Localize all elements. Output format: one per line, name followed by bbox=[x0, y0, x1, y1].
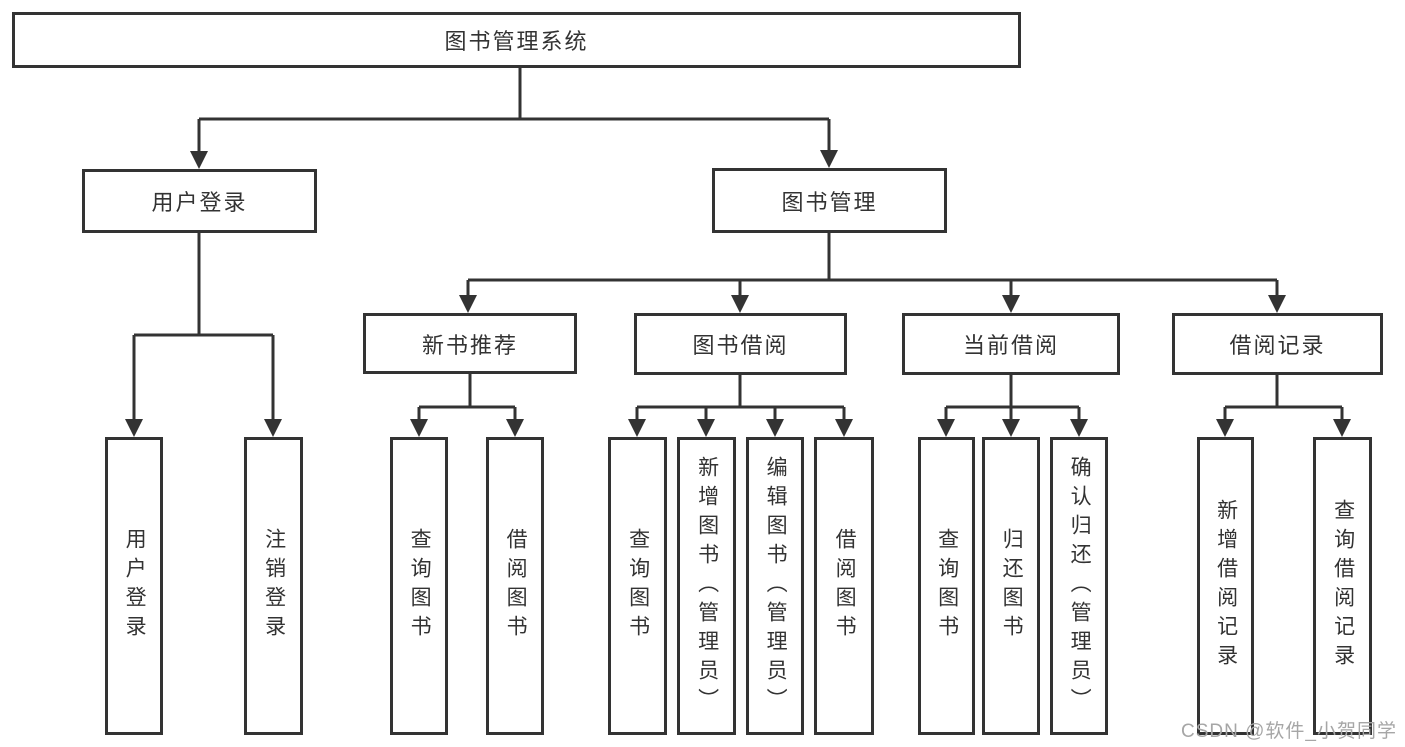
node-query-borrow-record-label: 查询借阅记录 bbox=[1331, 499, 1355, 673]
node-query-books-borrowing: 查询图书 bbox=[608, 437, 667, 735]
node-query-books-borrowing-label: 查询图书 bbox=[626, 528, 650, 644]
node-add-borrow-record-label: 新增借阅记录 bbox=[1214, 499, 1238, 673]
node-borrow-books-recommend: 借阅图书 bbox=[486, 437, 544, 735]
node-query-borrow-record: 查询借阅记录 bbox=[1313, 437, 1372, 735]
node-query-books-current: 查询图书 bbox=[918, 437, 975, 735]
node-root-label: 图书管理系统 bbox=[444, 29, 589, 54]
node-borrow-books-label: 借阅图书 bbox=[833, 528, 857, 644]
node-user-login-label: 用户登录 bbox=[123, 528, 147, 644]
node-user-login-group: 用户登录 bbox=[82, 169, 317, 233]
node-edit-books-admin: 编辑图书（管理员） bbox=[746, 437, 804, 735]
node-book-management-group: 图书管理 bbox=[712, 168, 947, 233]
node-current-borrowing-label: 当前借阅 bbox=[962, 333, 1059, 358]
node-add-books-admin-label: 新增图书（管理员） bbox=[695, 455, 719, 717]
node-new-book-recommend: 新书推荐 bbox=[363, 313, 577, 374]
node-return-books-label: 归还图书 bbox=[1000, 528, 1024, 644]
node-query-books-recommend: 查询图书 bbox=[390, 437, 448, 735]
node-book-management-group-label: 图书管理 bbox=[781, 189, 878, 215]
node-borrow-books-recommend-label: 借阅图书 bbox=[504, 528, 528, 644]
node-borrow-books: 借阅图书 bbox=[814, 437, 874, 735]
node-user-login-group-label: 用户登录 bbox=[151, 190, 248, 215]
node-logout-label: 注销登录 bbox=[262, 528, 286, 644]
node-return-books: 归还图书 bbox=[982, 437, 1040, 735]
node-logout: 注销登录 bbox=[244, 437, 303, 735]
node-confirm-return-admin: 确认归还（管理员） bbox=[1050, 437, 1108, 735]
node-root: 图书管理系统 bbox=[12, 12, 1021, 68]
node-borrowing-records: 借阅记录 bbox=[1172, 313, 1383, 375]
node-query-books-recommend-label: 查询图书 bbox=[408, 528, 432, 644]
node-book-borrowing-label: 图书借阅 bbox=[692, 333, 789, 358]
node-edit-books-admin-label: 编辑图书（管理员） bbox=[764, 455, 788, 717]
node-add-borrow-record: 新增借阅记录 bbox=[1197, 437, 1254, 735]
node-user-login: 用户登录 bbox=[105, 437, 163, 735]
node-add-books-admin: 新增图书（管理员） bbox=[677, 437, 736, 735]
node-book-borrowing: 图书借阅 bbox=[634, 313, 847, 375]
node-confirm-return-admin-label: 确认归还（管理员） bbox=[1068, 455, 1092, 717]
node-borrowing-records-label: 借阅记录 bbox=[1229, 333, 1326, 358]
watermark-text: CSDN @软件_小贺同学 bbox=[1181, 721, 1397, 742]
node-new-book-recommend-label: 新书推荐 bbox=[421, 332, 518, 358]
node-query-books-current-label: 查询图书 bbox=[935, 528, 959, 644]
node-current-borrowing: 当前借阅 bbox=[902, 313, 1120, 375]
